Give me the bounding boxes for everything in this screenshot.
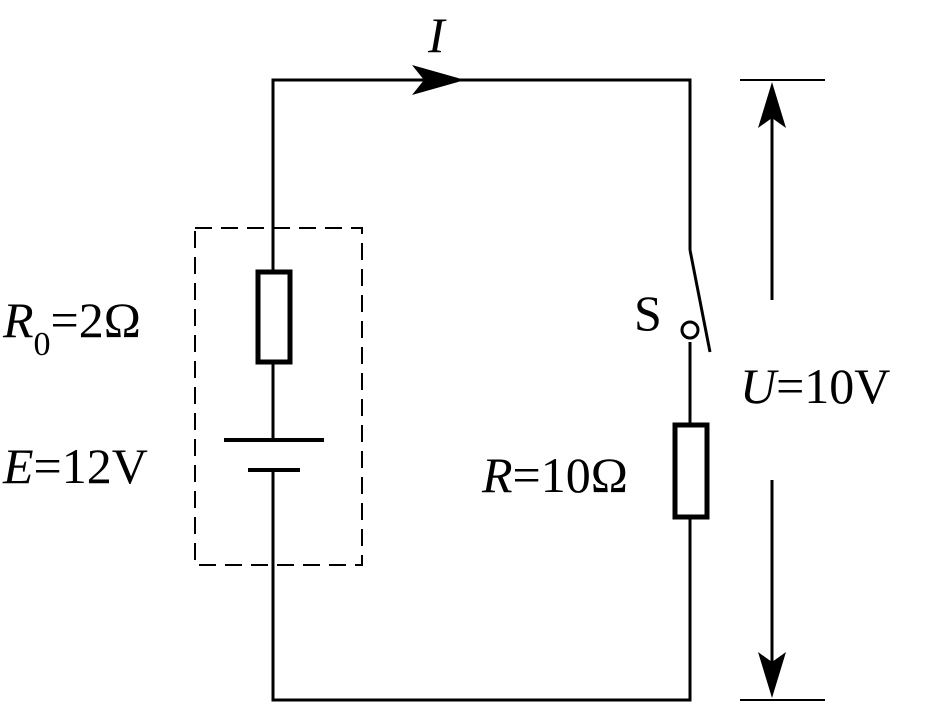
switch-blade bbox=[688, 249, 712, 353]
emf-value: =12V bbox=[34, 438, 148, 494]
voltage-value: =10V bbox=[776, 358, 890, 414]
r0-label: R0=2Ω bbox=[2, 292, 141, 363]
left-wire-bottom bbox=[271, 470, 692, 702]
voltage-down-arrow-icon bbox=[758, 652, 786, 698]
source-dashed-box bbox=[194, 227, 363, 566]
switch-label: S bbox=[634, 285, 662, 341]
voltage-symbol: U bbox=[740, 358, 779, 414]
r-value: =10Ω bbox=[513, 447, 628, 503]
switch-contact bbox=[680, 320, 700, 340]
r-symbol: R bbox=[481, 447, 513, 503]
emf-label: E=12V bbox=[2, 438, 148, 494]
r0-value: =2Ω bbox=[51, 292, 141, 348]
emf-symbol: E bbox=[2, 438, 34, 494]
voltage-label: U=10V bbox=[740, 358, 890, 414]
r-label: R=10Ω bbox=[481, 447, 628, 503]
internal-resistor-r0 bbox=[255, 269, 293, 365]
external-resistor-r bbox=[672, 422, 710, 520]
r0-subscript: 0 bbox=[34, 326, 51, 363]
r0-symbol: R bbox=[2, 292, 34, 348]
top-wire bbox=[271, 78, 692, 250]
current-label: I bbox=[427, 7, 447, 63]
voltage-up-arrow-icon bbox=[758, 82, 786, 128]
current-arrow-icon bbox=[412, 65, 465, 95]
